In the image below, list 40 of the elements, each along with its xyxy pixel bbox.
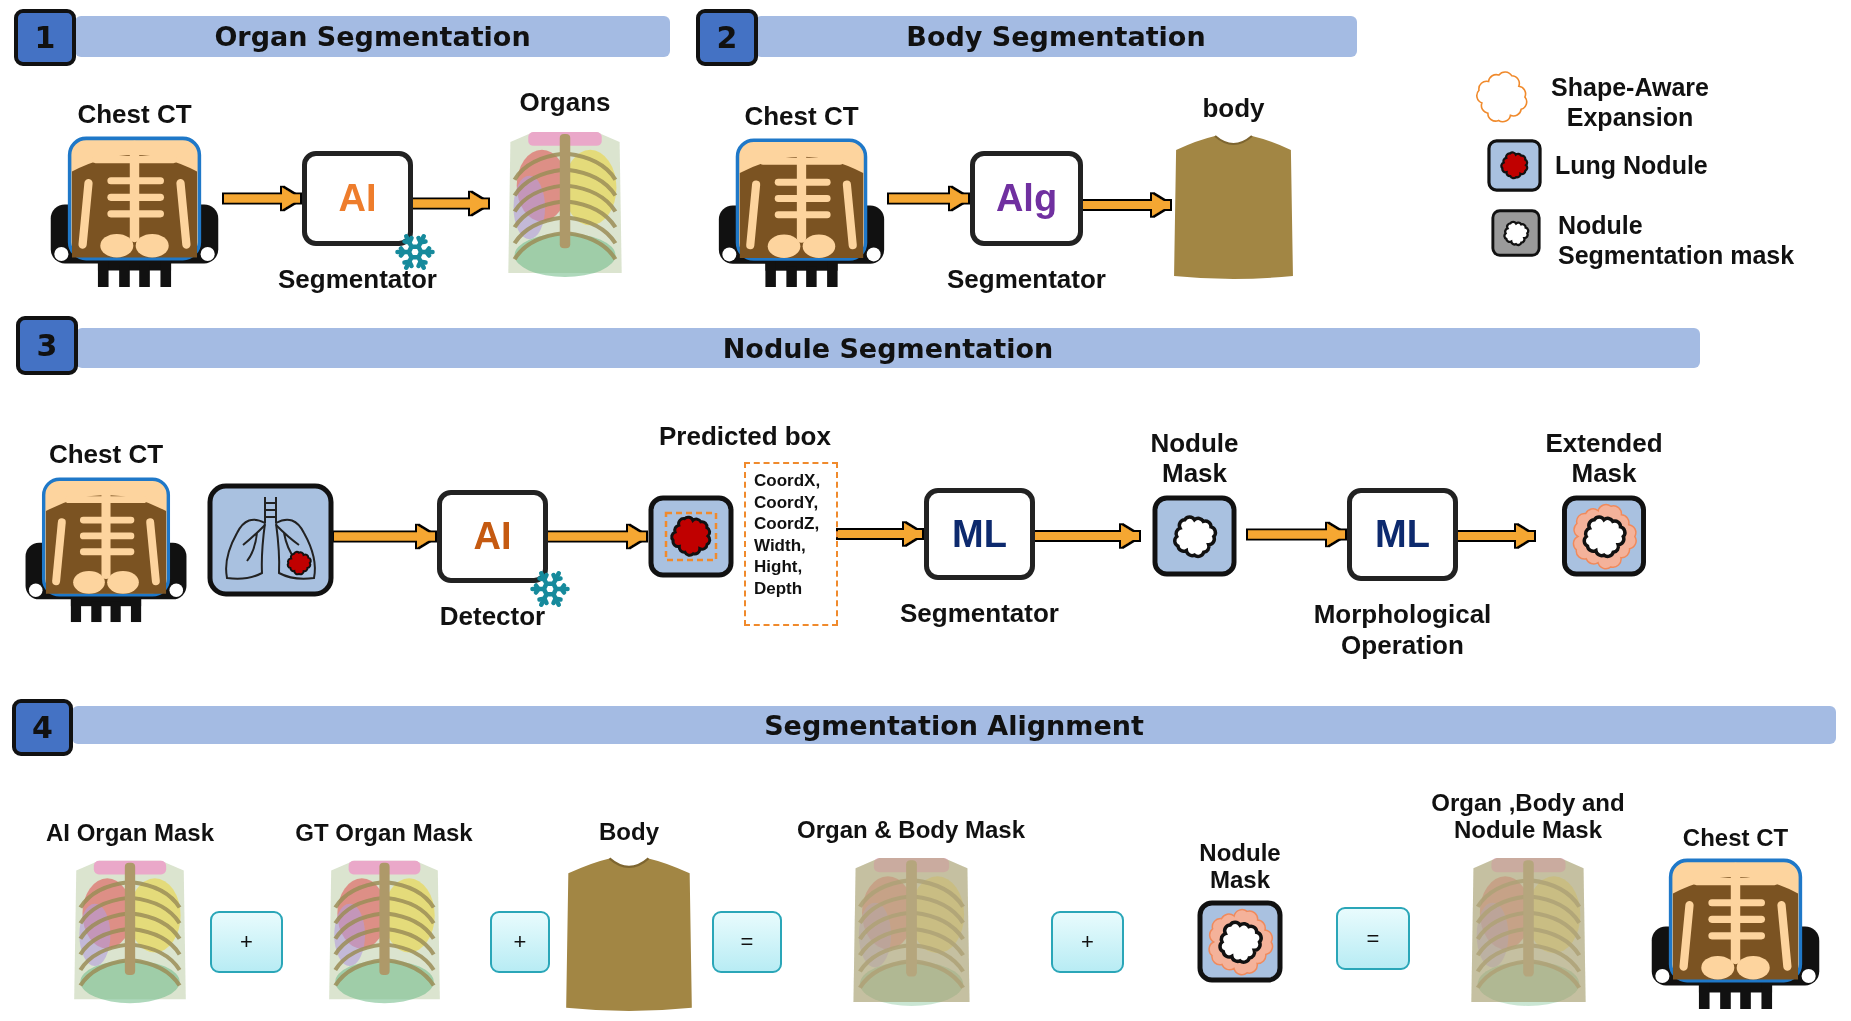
step-number-badge: 3 [16, 316, 78, 375]
image-title: AI Organ Mask [45, 819, 214, 847]
step-number-badge: 1 [14, 9, 76, 66]
operator-box: + [490, 911, 550, 973]
operator-box: = [1336, 907, 1410, 970]
image-title: Organ & Body Mask [796, 816, 1025, 844]
image-title: Extended Mask [1544, 429, 1664, 489]
model-box: ML [1347, 488, 1458, 581]
image-title: GT Organ Mask [295, 819, 473, 847]
box-caption: Segmentator [946, 264, 1107, 296]
model-box: ML [924, 488, 1035, 580]
section-header-bar: Body Segmentation [755, 16, 1357, 57]
section-header-bar: Organ Segmentation [75, 16, 670, 57]
image-title: Body [599, 818, 659, 846]
image-title: Nodule Mask [1198, 838, 1282, 894]
step-number-badge: 4 [12, 699, 73, 756]
box-caption: Morphological Operation [1312, 599, 1493, 662]
image-title: Chest CT [77, 100, 192, 130]
coordinates-box: CoordX, CoordY, CoordZ, Width, Hight, Depth [744, 462, 838, 626]
image-title: Organs [519, 88, 611, 118]
operator-box: = [712, 911, 782, 973]
operator-box: + [210, 911, 283, 973]
section-header-bar: Nodule Segmentation [76, 328, 1700, 368]
image-title: body [1202, 94, 1265, 124]
legend-label: Nodule Segmentation mask [1558, 210, 1796, 270]
section-header-bar: Segmentation Alignment [72, 706, 1836, 744]
image-title: Predicted box [658, 421, 832, 452]
step-number-badge: 2 [696, 9, 758, 66]
image-title: Chest CT [744, 102, 859, 132]
legend-label: Shape-Aware Expansion [1550, 72, 1710, 132]
operator-box: + [1051, 911, 1124, 973]
legend-label: Lung Nodule [1555, 150, 1709, 180]
image-title: Organ ,Body and Nodule Mask [1430, 788, 1626, 844]
image-title: Chest CT [48, 440, 164, 470]
box-caption: Segmentator [899, 598, 1060, 630]
model-box: Alg [970, 151, 1083, 246]
image-title: Nodule Mask [1149, 429, 1240, 489]
box-caption: Segmentator [277, 264, 438, 296]
box-caption: Detector [438, 601, 547, 633]
image-title: Chest CT [1682, 824, 1789, 852]
